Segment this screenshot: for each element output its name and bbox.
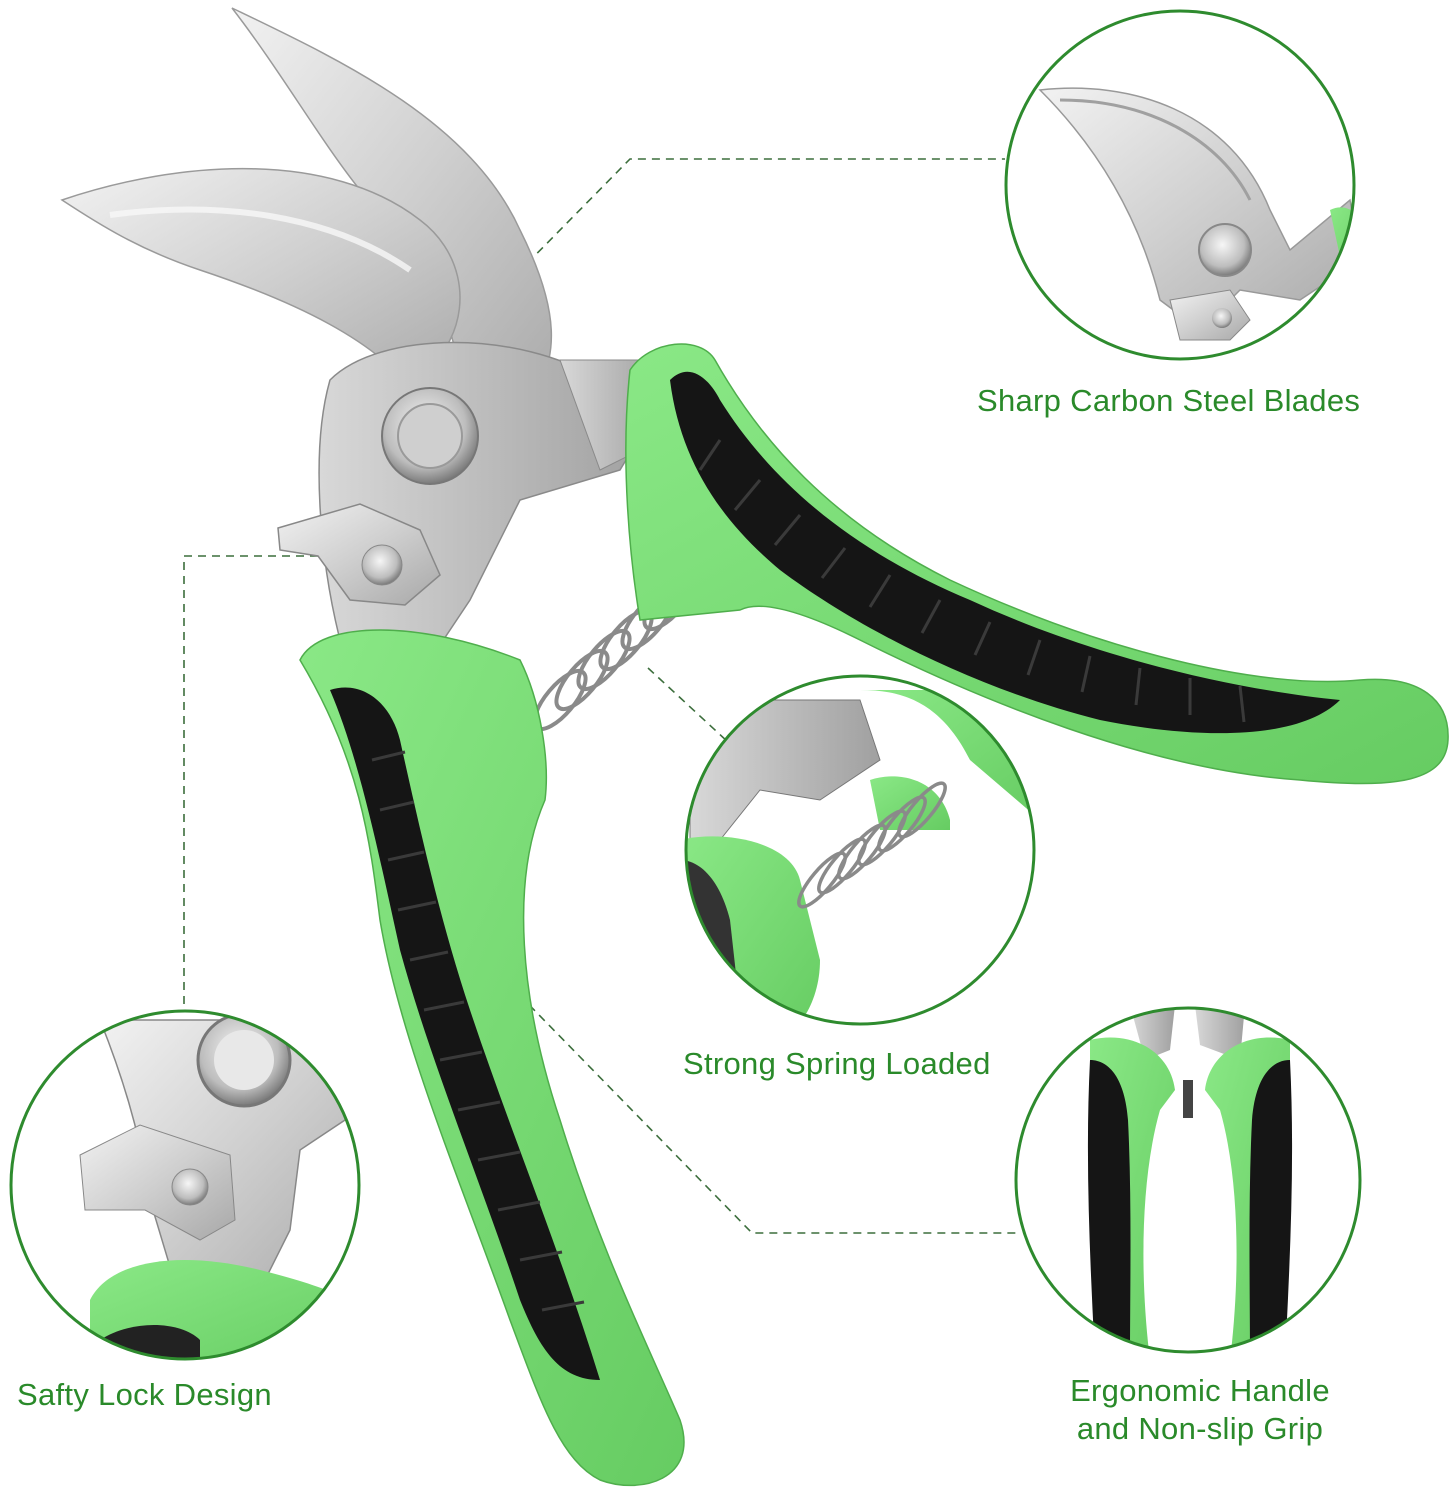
upper-grip-ridges — [698, 439, 1246, 723]
leader-line-grip — [499, 974, 1018, 1234]
leader-lines — [183, 158, 1018, 1234]
lower-grip-ridges — [371, 750, 585, 1312]
feature-label-grip: Ergonomic Handle and Non-slip Grip — [1030, 1372, 1370, 1448]
spring-closeup — [797, 781, 947, 909]
feature-label-grip-line2: and Non-slip Grip — [1076, 1411, 1324, 1446]
feature-label-lock: Safty Lock Design — [17, 1377, 272, 1412]
detail-circle-lock — [9, 1009, 361, 1361]
lower-handle-grip — [330, 687, 600, 1380]
leader-line-lock — [183, 555, 318, 1005]
leader-line-spring — [647, 667, 729, 743]
detail-circle-grip — [1014, 1006, 1362, 1354]
lock-rivet — [361, 544, 403, 586]
detail-circle-blades — [1004, 9, 1356, 361]
feature-label-grip-line1: Ergonomic Handle — [1070, 1373, 1330, 1408]
circle-border — [1004, 9, 1356, 361]
leader-line-blades — [497, 158, 1005, 294]
circle-border — [684, 674, 1036, 1026]
upper-handle-grip — [670, 371, 1340, 734]
main-shears-illustration — [60, 7, 1449, 1487]
lower-blade — [60, 168, 461, 402]
circle-border — [1014, 1006, 1362, 1354]
detail-circle-spring — [684, 674, 1036, 1026]
feature-label-blades: Sharp Carbon Steel Blades — [977, 383, 1361, 418]
circle-border — [9, 1009, 361, 1361]
safety-lock-latch — [277, 503, 441, 606]
feature-label-spring: Strong Spring Loaded — [683, 1046, 991, 1081]
